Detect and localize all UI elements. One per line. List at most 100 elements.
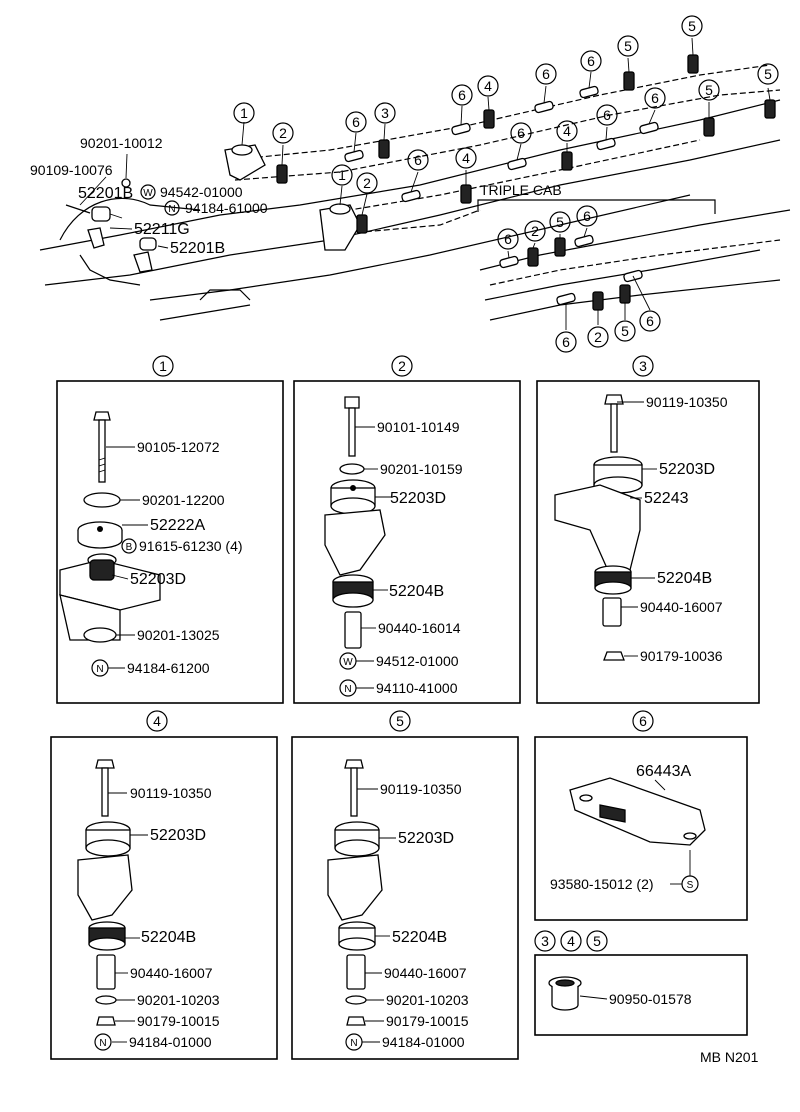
svg-text:6: 6 xyxy=(458,87,466,103)
svg-text:2: 2 xyxy=(363,175,371,191)
cushion-upper xyxy=(593,456,643,494)
part-90201-12200: 90201-12200 xyxy=(142,492,225,508)
overview-plates xyxy=(344,85,659,306)
label-52201B: 52201B xyxy=(170,240,225,257)
part-52203D: 52203D xyxy=(659,461,715,478)
callout-6: 6 xyxy=(596,104,618,126)
part-94512-01000: 94512-01000 xyxy=(376,653,459,669)
callout-5: 5 xyxy=(549,211,571,233)
panel-345-number-5: 5 xyxy=(593,933,601,949)
svg-text:B: B xyxy=(126,542,133,553)
overview-leaders xyxy=(241,37,771,330)
washer xyxy=(339,463,365,475)
label-94542-01000: 94542-01000 xyxy=(160,184,243,200)
svg-text:3: 3 xyxy=(381,105,389,121)
part-90201-10203: 90201-10203 xyxy=(137,992,220,1008)
collar xyxy=(346,954,366,990)
svg-text:4: 4 xyxy=(563,123,571,139)
washer xyxy=(345,995,367,1005)
panel-345: 3 4 5 90950-01578 xyxy=(534,930,748,1036)
part-91615-61230: 91615-61230 (4) xyxy=(139,538,243,554)
svg-text:6: 6 xyxy=(504,231,512,247)
bracket xyxy=(77,854,133,921)
part-66443A: 66443A xyxy=(636,763,691,780)
svg-text:1: 1 xyxy=(240,105,248,121)
svg-text:N: N xyxy=(96,664,103,675)
panel-4-number: 4 xyxy=(153,713,161,729)
svg-text:6: 6 xyxy=(352,114,360,130)
svg-text:6: 6 xyxy=(651,90,659,106)
symbol-n: N xyxy=(94,1033,112,1051)
bracket xyxy=(59,553,161,641)
symbol-n: N xyxy=(164,200,180,216)
svg-text:6: 6 xyxy=(603,107,611,123)
cushion-lower xyxy=(594,565,632,595)
svg-text:6: 6 xyxy=(646,313,654,329)
part-90101-10149: 90101-10149 xyxy=(377,419,460,435)
svg-text:5: 5 xyxy=(764,66,772,82)
label-90201-10012: 90201-10012 xyxy=(80,135,163,151)
label-52211G: 52211G xyxy=(134,221,190,238)
callout-5: 5 xyxy=(757,63,779,85)
part-90201-13025: 90201-13025 xyxy=(137,627,220,643)
symbol-n: N xyxy=(339,679,357,697)
overview-bushings xyxy=(276,54,776,311)
callout-6: 6 xyxy=(451,84,473,106)
washer xyxy=(83,492,121,508)
svg-text:6: 6 xyxy=(583,208,591,224)
footer-code: MB N201 xyxy=(700,1049,759,1065)
svg-text:4: 4 xyxy=(484,78,492,94)
part-52222A: 52222A xyxy=(150,517,205,534)
callout-5: 5 xyxy=(681,15,703,37)
symbol-n: N xyxy=(345,1033,363,1051)
svg-text:5: 5 xyxy=(556,214,564,230)
bracket xyxy=(324,509,386,576)
callout-5: 5 xyxy=(614,320,636,342)
cushion-upper xyxy=(85,821,131,857)
svg-text:2: 2 xyxy=(531,223,539,239)
cushion-upper xyxy=(77,521,123,549)
callout-4: 4 xyxy=(556,120,578,142)
part-90440-16014: 90440-16014 xyxy=(378,620,461,636)
overview-left-parts xyxy=(65,153,157,273)
callout-3: 3 xyxy=(374,102,396,124)
svg-text:4: 4 xyxy=(462,150,470,166)
overview-callouts: 1 2 1 2 6 3 6 6 4 4 6 4 6 6 5 5 6 6 5 5 … xyxy=(233,15,779,353)
svg-text:1: 1 xyxy=(338,167,346,183)
callout-6: 6 xyxy=(345,111,367,133)
part-93580-15012: 93580-15012 (2) xyxy=(550,876,654,892)
callout-2: 2 xyxy=(272,122,294,144)
part-90179-10015: 90179-10015 xyxy=(386,1013,469,1029)
symbol-w: W xyxy=(140,184,156,200)
callout-2: 2 xyxy=(524,220,546,242)
bolt xyxy=(344,396,360,457)
part-52204B: 52204B xyxy=(392,929,447,946)
panel-345-number-3: 3 xyxy=(541,933,549,949)
svg-text:N: N xyxy=(99,1038,106,1049)
nut xyxy=(346,1016,366,1026)
callout-6: 6 xyxy=(510,122,532,144)
part-90201-10203: 90201-10203 xyxy=(386,992,469,1008)
svg-text:S: S xyxy=(687,880,694,891)
svg-text:6: 6 xyxy=(517,125,525,141)
svg-text:6: 6 xyxy=(542,66,550,82)
callout-6: 6 xyxy=(497,228,519,250)
symbol-s: S xyxy=(681,875,699,893)
nut xyxy=(96,1016,116,1026)
part-94184-61200: 94184-61200 xyxy=(127,660,210,676)
panel-5: 5 90119-10350 52203D 52204B 90440-1600 xyxy=(291,710,519,1060)
svg-text:6: 6 xyxy=(414,152,422,168)
part-52203D: 52203D xyxy=(390,490,446,507)
part-94184-01000: 94184-01000 xyxy=(382,1034,465,1050)
svg-text:N: N xyxy=(350,1038,357,1049)
part-90440-16007: 90440-16007 xyxy=(640,599,723,615)
symbol-b: B xyxy=(121,538,137,554)
callout-4: 4 xyxy=(477,75,499,97)
svg-text:5: 5 xyxy=(624,38,632,54)
part-52203D: 52203D xyxy=(398,830,454,847)
part-90105-12072: 90105-12072 xyxy=(137,439,220,455)
cushion-upper xyxy=(330,479,376,515)
cushion-lower xyxy=(332,574,374,608)
callout-5: 5 xyxy=(617,35,639,57)
